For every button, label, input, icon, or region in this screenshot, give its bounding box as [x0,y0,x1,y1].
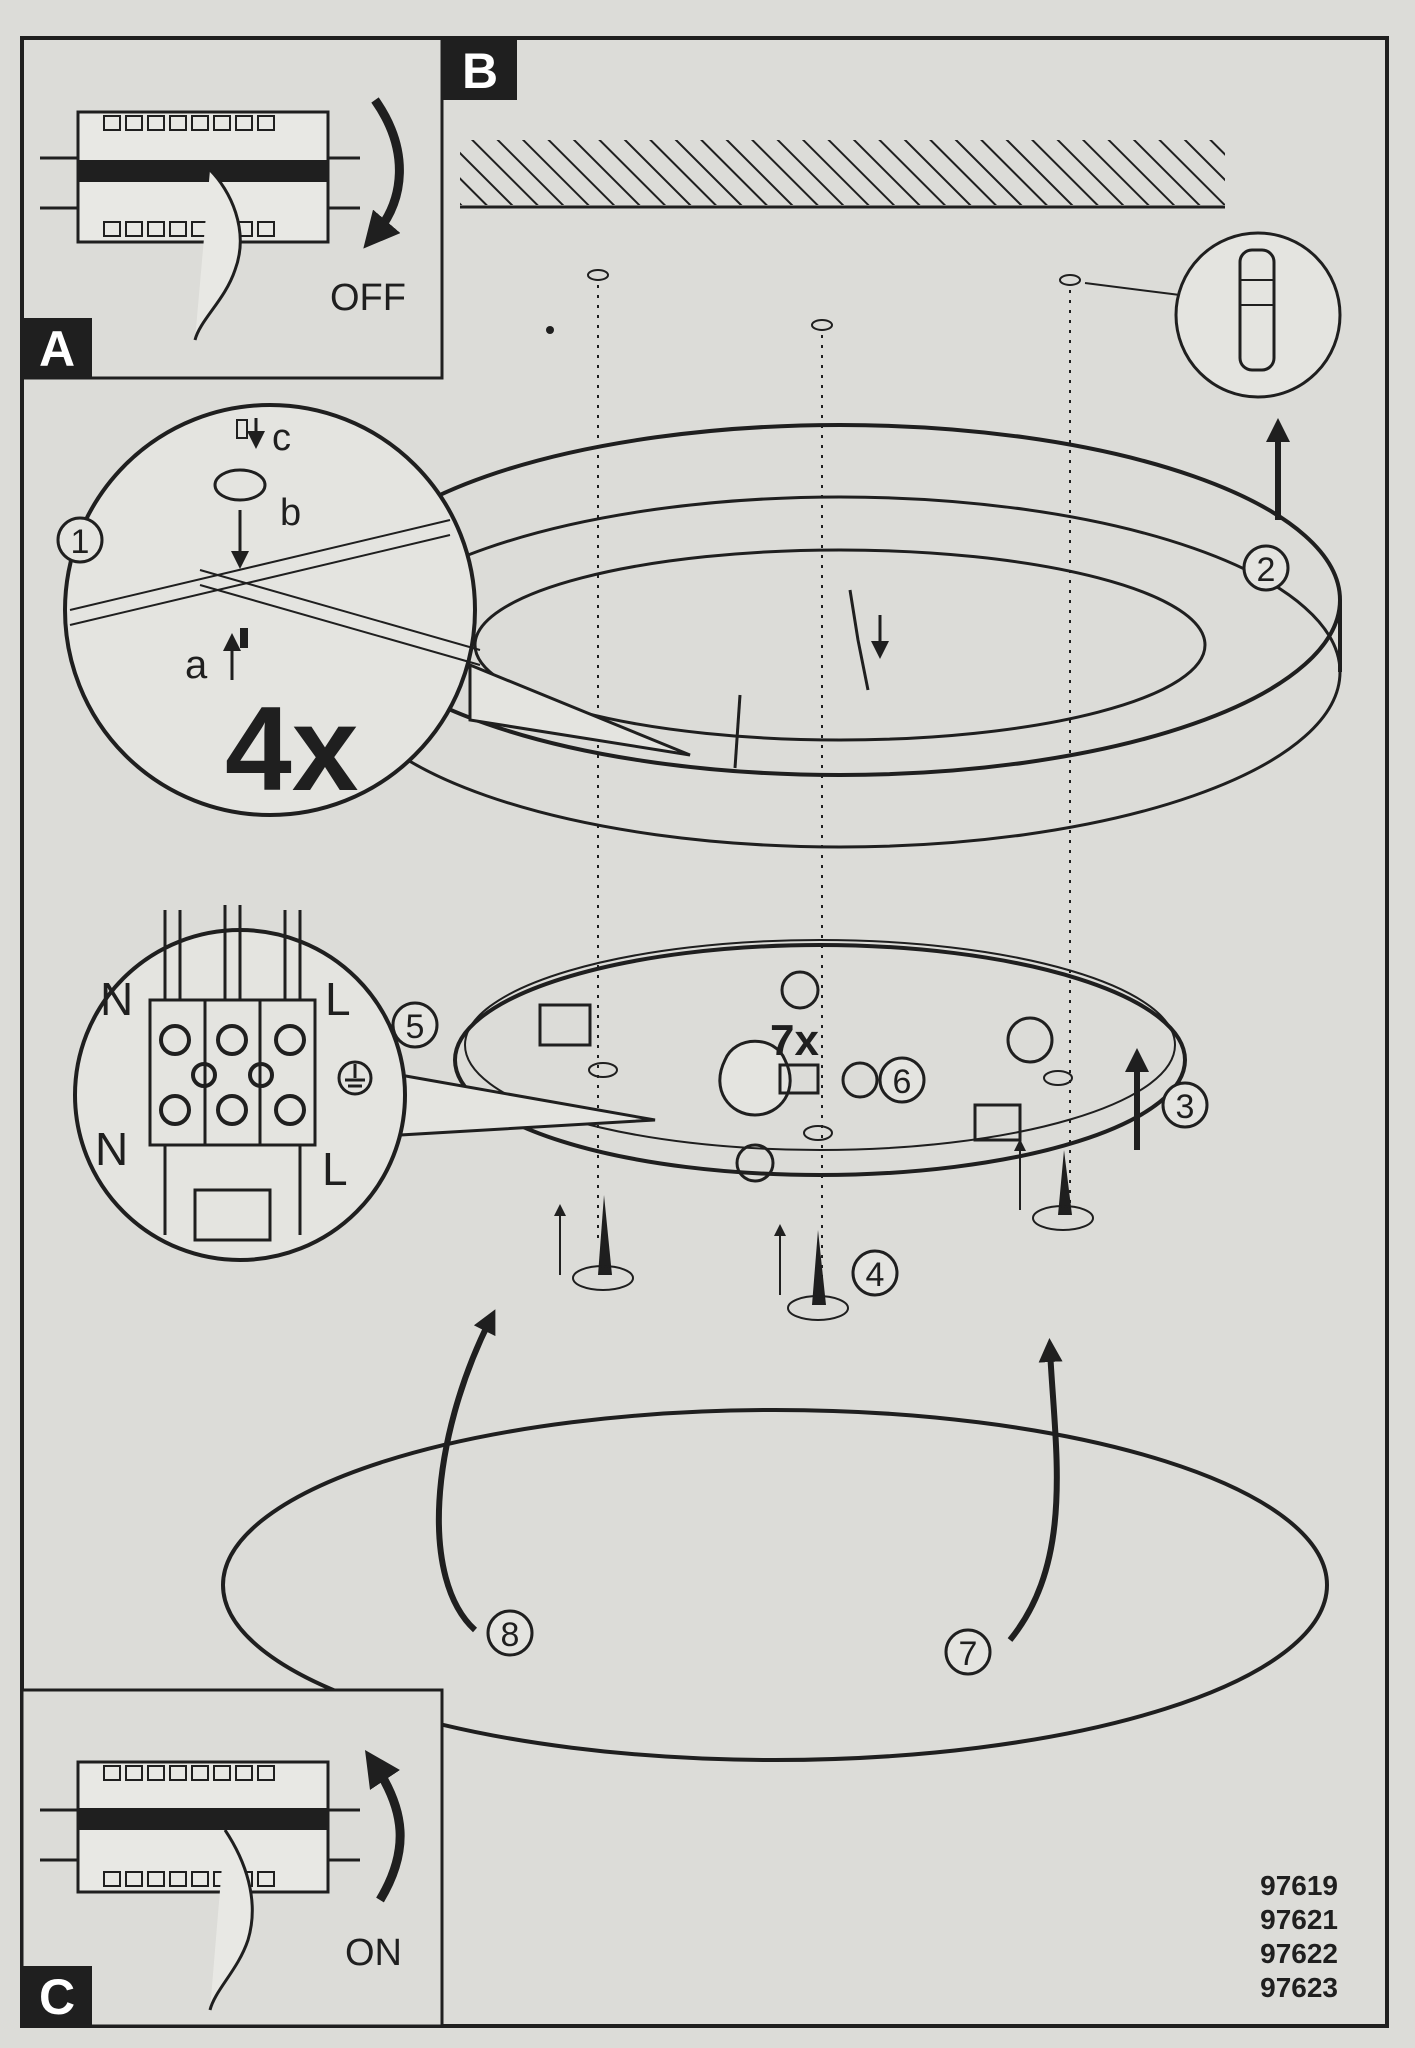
hand-icon [208,1829,254,2011]
fixing-label-a: a [185,643,208,687]
screw-icon [240,628,248,648]
clip-icon [973,1103,1022,1142]
live-label-bottom: L [322,1143,348,1195]
off-label: OFF [330,277,406,319]
curved-arrow-icon [435,1309,496,1633]
terminal-strip [148,998,317,1147]
callout-5 [391,1001,439,1049]
drill-hole [811,319,833,331]
wall-plug-icon [1238,248,1276,372]
earth-icon [337,1060,373,1096]
breaker-panel-icon [40,1760,360,1894]
lampholder-icon [735,1143,775,1183]
panel-a-badge [22,318,92,378]
cable-icon [848,589,870,691]
panel-a-label: A [39,321,75,377]
switch-up-arrow-icon [365,1750,405,1903]
model-number: 97622 [1260,1938,1338,1969]
screw-quantity: 4x [225,682,358,816]
bulb-icon [718,1039,792,1117]
screw-icon [812,1230,826,1305]
panel-b-label: B [462,43,498,99]
live-label-top: L [325,973,351,1025]
drill-hole [587,269,609,281]
callout-1 [56,516,104,564]
model-number: 97623 [1260,1972,1338,2003]
callout-2-label: 2 [1257,551,1276,589]
panel-c-breaker-on: ON C [20,1688,444,2028]
panel-b-ceiling: B [442,38,1342,399]
outer-frame [20,36,1389,2028]
screw-icon [1058,1150,1072,1215]
ring-fixture [338,423,1342,849]
ceiling-hatch [460,140,1225,205]
callout-8 [486,1609,534,1657]
callout-5-label: 5 [406,1008,425,1046]
callout-7-label: 7 [959,1635,978,1673]
panel-c-badge [22,1966,92,2026]
breaker-panel-icon [40,110,360,244]
rotate-icon [213,468,267,502]
panel-a-breaker-off: OFF A [20,36,444,380]
base-plate: 7x 6 [453,939,1187,1183]
drill-hole [1059,274,1081,286]
model-number: 97619 [1260,1870,1338,1901]
callout-4-label: 4 [866,1256,885,1294]
model-number: 97621 [1260,1904,1338,1935]
panel-b-badge [442,38,517,100]
screws-step-4: 4 [554,1139,1094,1321]
callout-6 [878,1056,926,1104]
wall-plug-detail [1174,231,1342,399]
lampholder-icon [780,970,820,1010]
curved-arrow-icon [1007,1338,1063,1642]
model-numbers: 97619 97621 97622 97623 [1260,1870,1338,2003]
screw-icon [236,419,248,439]
callout-8-label: 8 [501,1616,520,1654]
neutral-label-top: N [100,973,133,1025]
callout-6-label: 6 [893,1063,912,1101]
screw-icon [598,1195,612,1275]
bulb-quantity: 7x [770,1016,819,1065]
callout-4 [851,1249,899,1297]
lampholder-icon [1006,1016,1054,1064]
callout-2 [1242,544,1290,592]
diffuser-cover [221,1408,1329,1762]
panel-c-label: C [39,1969,75,2025]
callout-3 [1161,1081,1209,1129]
switch-down-arrow-icon [363,97,404,249]
callout-1-label: 1 [71,523,90,561]
hand-icon [193,168,242,341]
detail-fixing-screws: 1 c b a 4x [56,403,691,817]
terminal-block-icon [538,1003,592,1047]
neutral-label-bottom: N [95,1123,128,1175]
callout-3-label: 3 [1176,1088,1195,1126]
fixing-label-b: b [280,492,301,534]
detail-terminal-block: N L N L 5 [73,905,656,1262]
on-label: ON [345,1932,402,1974]
callout-7 [944,1628,992,1676]
fixing-label-c: c [272,417,291,459]
